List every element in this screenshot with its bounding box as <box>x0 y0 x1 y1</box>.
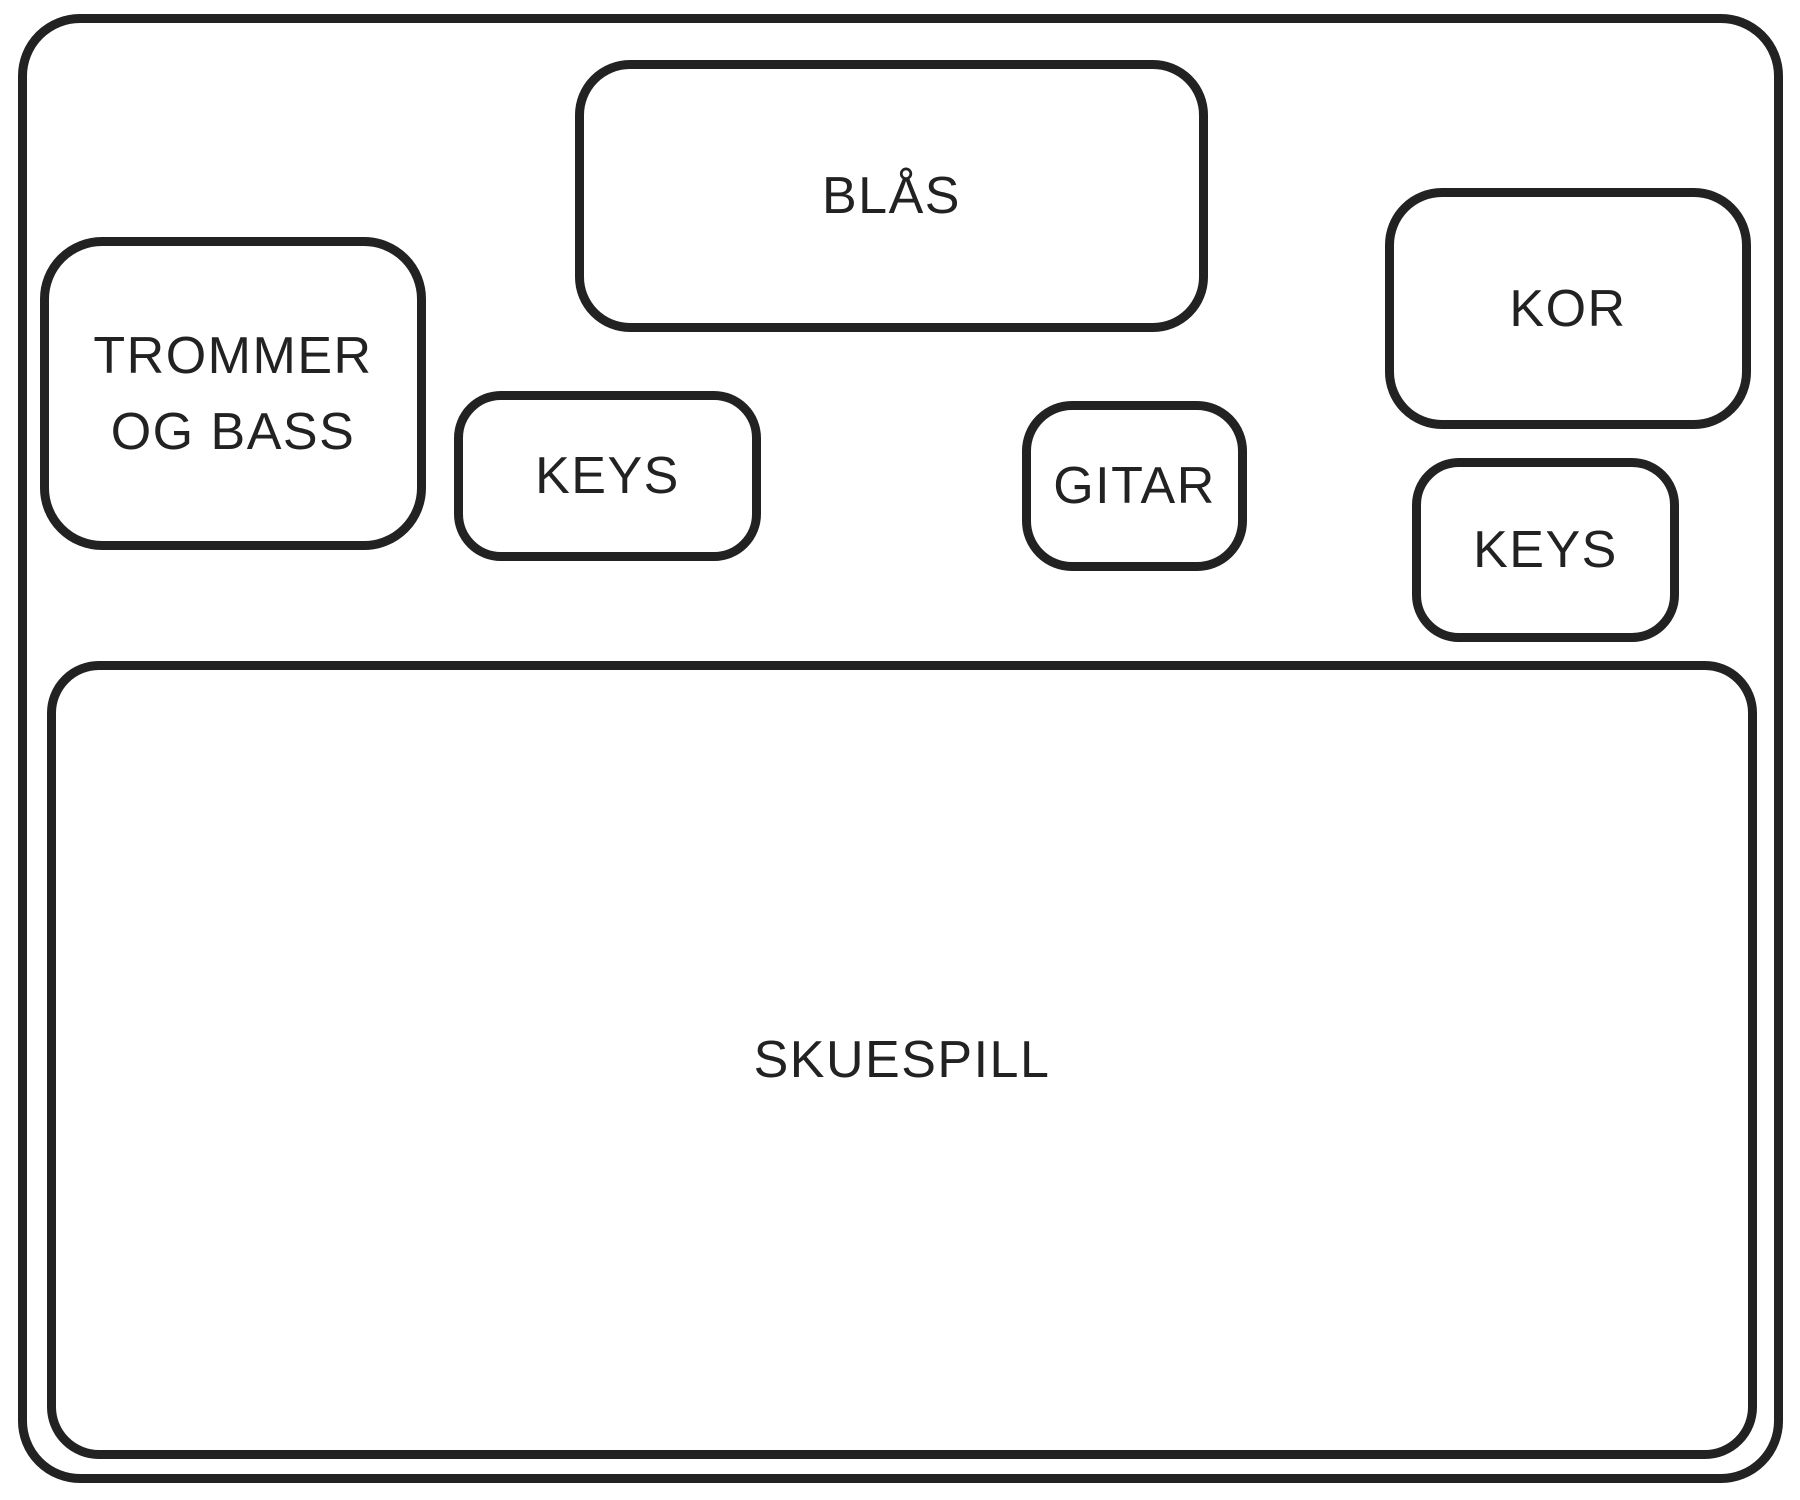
skuespill-area: SKUESPILL <box>47 661 1757 1459</box>
kor-label: KOR <box>1509 279 1627 338</box>
trommer-og-bass-label: TROMMER OG BASS <box>93 326 373 461</box>
gitar-label: GITAR <box>1053 457 1216 515</box>
kor-box: KOR <box>1385 188 1751 429</box>
keys-left-label: KEYS <box>535 447 680 505</box>
keys-right-label: KEYS <box>1473 521 1618 579</box>
gitar-box: GITAR <box>1022 401 1247 571</box>
blas-label: BLÅS <box>822 167 961 225</box>
keys-right-box: KEYS <box>1412 458 1679 642</box>
trommer-og-bass-box: TROMMER OG BASS <box>40 237 426 550</box>
keys-left-box: KEYS <box>454 391 761 561</box>
skuespill-label: SKUESPILL <box>753 1031 1051 1089</box>
blas-box: BLÅS <box>575 60 1208 332</box>
